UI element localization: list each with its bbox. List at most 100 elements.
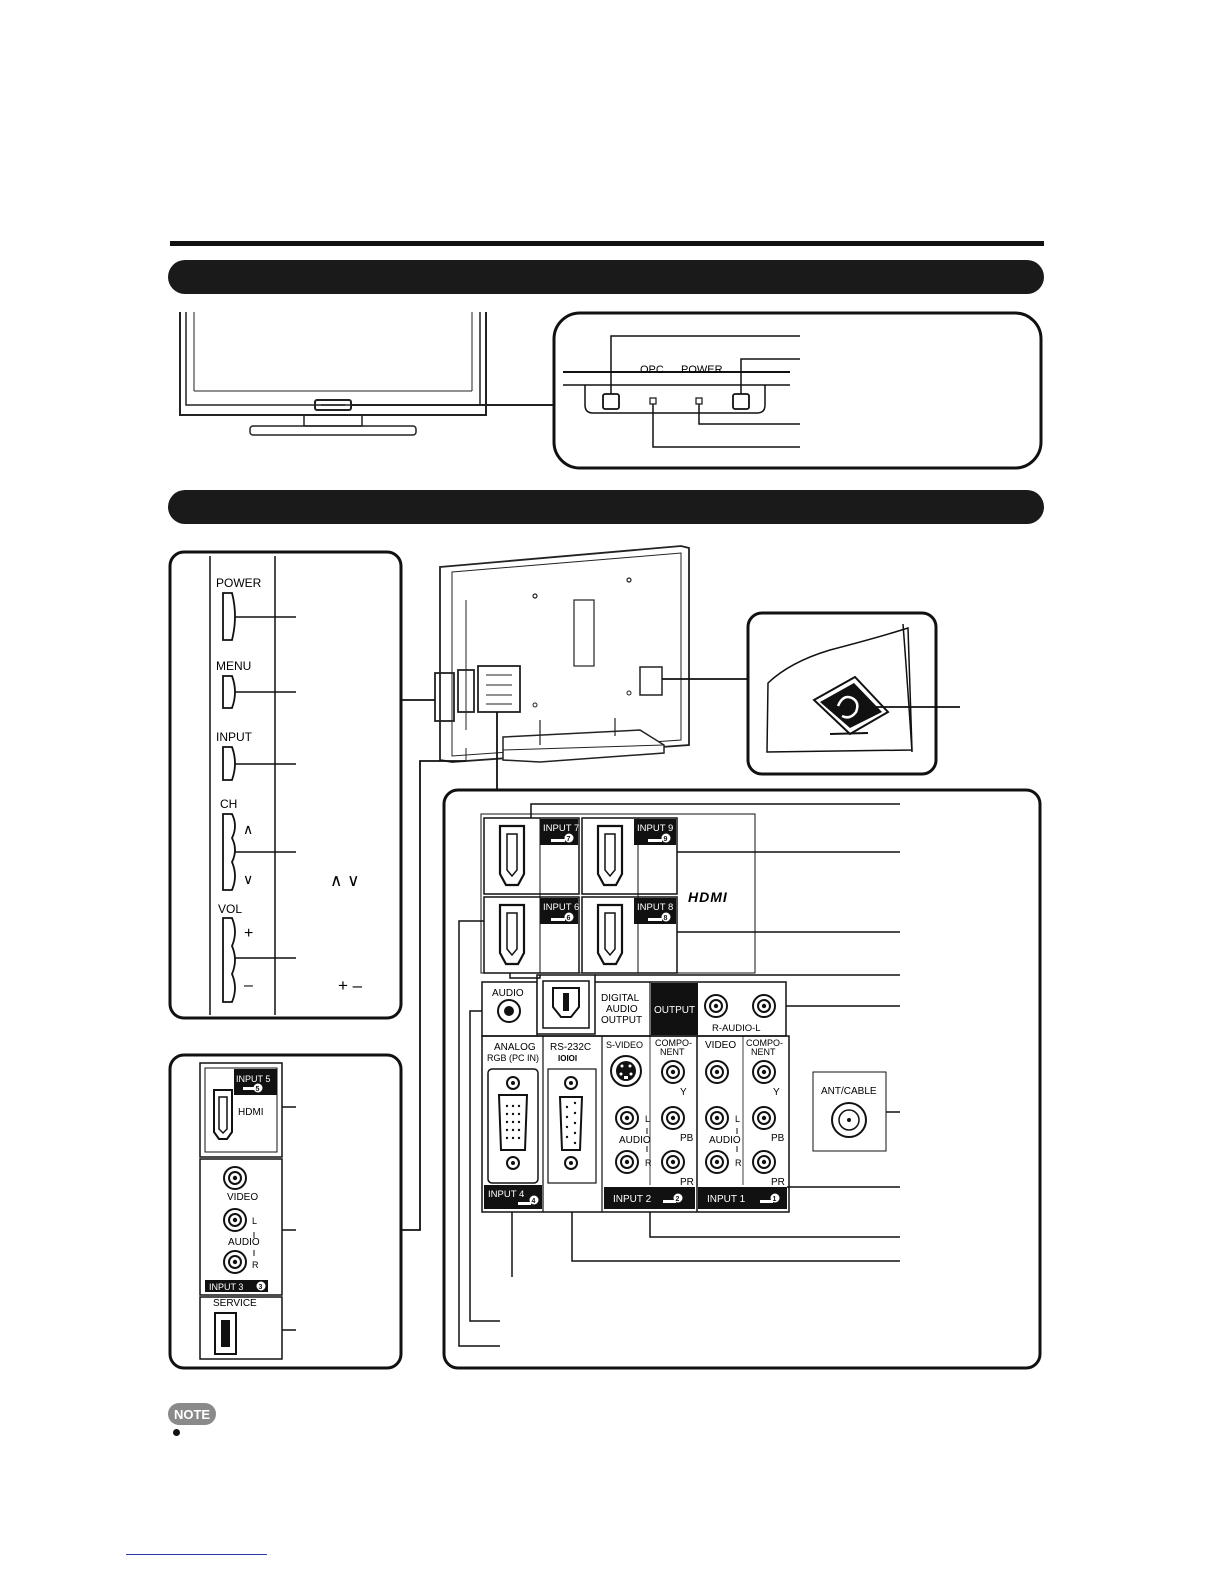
rear-leader-lines <box>401 678 748 1231</box>
ch-rocker[interactable] <box>222 813 236 891</box>
power-control-button[interactable] <box>222 592 236 641</box>
input8-label: INPUT 8 <box>637 902 673 913</box>
power-button-front[interactable] <box>732 393 750 410</box>
input1-pr-label: PR <box>771 1177 785 1188</box>
input2-audio-r-jack[interactable] <box>615 1150 639 1174</box>
output-audio-l-jack[interactable] <box>752 994 776 1018</box>
vol-control-label: VOL <box>218 902 242 916</box>
ch-up-symbol: ∧ <box>243 821 253 837</box>
input2-label: INPUT 2 <box>613 1194 652 1205</box>
section-header-front <box>168 260 1044 294</box>
side-audio-r-label: R <box>252 1260 259 1270</box>
menu-control-button[interactable] <box>222 675 236 709</box>
rear-callout-lines <box>458 803 900 1347</box>
input1-number: 1 <box>773 1196 777 1203</box>
input3-label: INPUT 3 <box>209 1282 243 1292</box>
input2-number: 2 <box>676 1196 680 1203</box>
bottom-link-underline <box>126 1554 267 1555</box>
digital-audio-label-1: DIGITAL <box>601 993 640 1004</box>
input7-number: 7 <box>567 836 571 843</box>
rs232c-label: RS-232C <box>550 1042 591 1053</box>
rear-tv-illustration <box>434 545 690 763</box>
side-audio-l-label: L <box>252 1216 257 1226</box>
input-control-button[interactable] <box>222 746 236 781</box>
ch-down-symbol: ∨ <box>243 871 253 887</box>
front-panel-closeup: OPC POWER <box>552 311 1043 470</box>
front-callout-lines <box>610 335 800 448</box>
input2-component-y-jack[interactable] <box>661 1060 685 1084</box>
front-tv-illustration <box>179 312 554 436</box>
side-audio-l-jack[interactable] <box>223 1208 247 1232</box>
output-label: OUTPUT <box>654 1005 695 1016</box>
digital-audio-label-3: OUTPUT <box>601 1015 642 1026</box>
side-video-jack[interactable] <box>223 1166 247 1190</box>
rs232c-sub-label: IOIOI <box>558 1054 577 1063</box>
hdmi-logo: HDMI <box>688 889 728 905</box>
power-control-label: POWER <box>216 576 262 590</box>
side-controls-panel: POWER MENU INPUT CH ∧ ∨ VOL + – ∧ ∨ + – <box>168 550 403 1020</box>
ch-symbols-caption: ∧ ∨ <box>330 871 360 890</box>
input6-label: INPUT 6 <box>543 902 579 913</box>
ac-input-closeup <box>746 611 960 776</box>
input1-audio-l-jack[interactable] <box>705 1106 729 1130</box>
input2-component-pr-jack[interactable] <box>661 1150 685 1174</box>
note-badge: NOTE <box>168 1403 216 1425</box>
input-control-label: INPUT <box>216 730 253 744</box>
vol-symbols-caption: + – <box>338 976 363 995</box>
vol-minus-symbol: – <box>244 977 253 994</box>
power-indicator <box>695 397 703 405</box>
menu-control-label: MENU <box>216 659 251 673</box>
input1-audio-r-jack[interactable] <box>705 1150 729 1174</box>
input2-pb-label: PB <box>680 1133 694 1144</box>
output-r-audio-l-label: R-AUDIO-L <box>712 1023 761 1034</box>
input5-number: 5 <box>256 1086 260 1093</box>
input6-number: 6 <box>567 915 571 922</box>
vol-rocker[interactable] <box>222 917 236 1003</box>
input4-label: INPUT 4 <box>488 1189 524 1200</box>
side-audio-r-jack[interactable] <box>223 1250 247 1274</box>
analog-rgb-label-2: RGB (PC IN) <box>487 1053 539 1063</box>
rear-terminals-panel: INPUT 7 7 INPUT 9 9 INPUT 6 6 INPUT <box>442 788 1042 1370</box>
input1-component-y-jack[interactable] <box>752 1060 776 1084</box>
input1-audio-label: AUDIO <box>709 1135 741 1146</box>
input1-component-pr-jack[interactable] <box>752 1150 776 1174</box>
title-rule <box>170 241 1044 246</box>
input9-label: INPUT 9 <box>637 823 673 834</box>
ant-cable-label: ANT/CABLE <box>821 1086 877 1097</box>
pc-audio-jack[interactable] <box>504 1006 514 1016</box>
input2-audio-l-jack[interactable] <box>615 1106 639 1130</box>
input9-number: 9 <box>664 836 668 843</box>
input2-component-pb-jack[interactable] <box>661 1106 685 1130</box>
input2-l-label: L <box>645 1114 650 1124</box>
input2-r-label: R <box>645 1158 652 1168</box>
digital-audio-label-2: AUDIO <box>606 1004 638 1015</box>
rs232c-port[interactable] <box>558 1096 584 1151</box>
power-label: POWER <box>681 364 723 376</box>
opc-sensor <box>602 393 620 410</box>
input1-y-label: Y <box>773 1087 780 1098</box>
input1-component-label-2: NENT <box>751 1047 776 1057</box>
input2-component-label-2: NENT <box>660 1047 685 1057</box>
side-audio-label: AUDIO <box>228 1237 260 1248</box>
ch-control-label: CH <box>220 797 237 811</box>
input1-l-label: L <box>735 1114 740 1124</box>
side-video-label: VIDEO <box>227 1192 258 1203</box>
input2-audio-label: AUDIO <box>619 1135 651 1146</box>
input2-component-label-1: COMPO- <box>655 1038 692 1048</box>
input1-video-jack[interactable] <box>705 1060 729 1084</box>
output-audio-r-jack[interactable] <box>704 994 728 1018</box>
input5-label: INPUT 5 <box>236 1074 270 1084</box>
input1-component-pb-jack[interactable] <box>752 1106 776 1130</box>
note-bullet <box>173 1429 180 1436</box>
input7-label: INPUT 7 <box>543 823 579 834</box>
input8-number: 8 <box>664 915 668 922</box>
side-control-callouts <box>235 616 296 959</box>
section-header-side-rear <box>168 490 1044 524</box>
input2-y-label: Y <box>680 1087 687 1098</box>
input3-number: 3 <box>259 1284 263 1291</box>
side-terminals-panel: INPUT 5 5 HDMI VIDEO L AUDIO R INPUT 3 3… <box>168 1053 403 1370</box>
input2-s-video-label: S-VIDEO <box>606 1040 643 1050</box>
opc-indicator <box>649 397 657 405</box>
